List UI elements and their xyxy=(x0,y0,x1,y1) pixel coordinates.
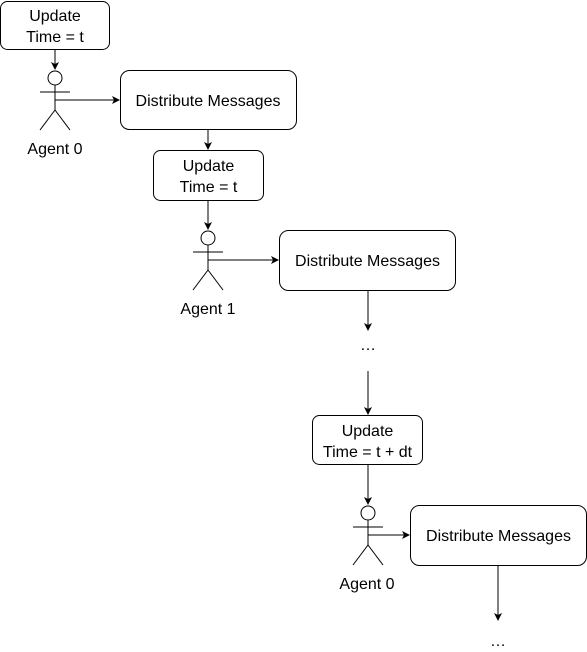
agent-label-1: Agent 0 xyxy=(27,141,82,158)
ellipsis-2: … xyxy=(490,633,506,650)
agent-actor-3: Agent 0 xyxy=(339,505,395,593)
distribute-box-2: Distribute Messages xyxy=(279,230,456,291)
update-box-1: Update Time = t xyxy=(0,1,110,50)
person-icon xyxy=(192,230,224,291)
update-box-1-line1: Update xyxy=(29,8,81,25)
person-icon xyxy=(39,70,71,131)
agent-actor-2: Agent 1 xyxy=(180,230,236,318)
update-box-3-line2: Time = t + dt xyxy=(323,444,413,461)
distribute-box-3: Distribute Messages xyxy=(410,505,587,566)
agent-actor-1: Agent 0 xyxy=(27,70,83,158)
update-box-3: Update Time = t + dt xyxy=(312,415,423,465)
update-box-2: Update Time = t xyxy=(153,150,264,201)
distribute-box-3-label: Distribute Messages xyxy=(426,528,571,545)
distribute-box-2-label: Distribute Messages xyxy=(295,253,440,270)
update-box-3-line1: Update xyxy=(342,423,394,440)
update-box-2-line2: Time = t xyxy=(180,179,238,196)
distribute-box-1-label: Distribute Messages xyxy=(136,93,281,110)
ellipsis-1: … xyxy=(360,337,376,354)
agent-label-2: Agent 1 xyxy=(180,301,235,318)
update-box-2-line1: Update xyxy=(183,158,235,175)
distribute-box-1: Distribute Messages xyxy=(120,70,297,130)
update-box-1-line2: Time = t xyxy=(26,29,84,46)
person-icon xyxy=(352,505,384,566)
agent-label-3: Agent 0 xyxy=(339,576,394,593)
